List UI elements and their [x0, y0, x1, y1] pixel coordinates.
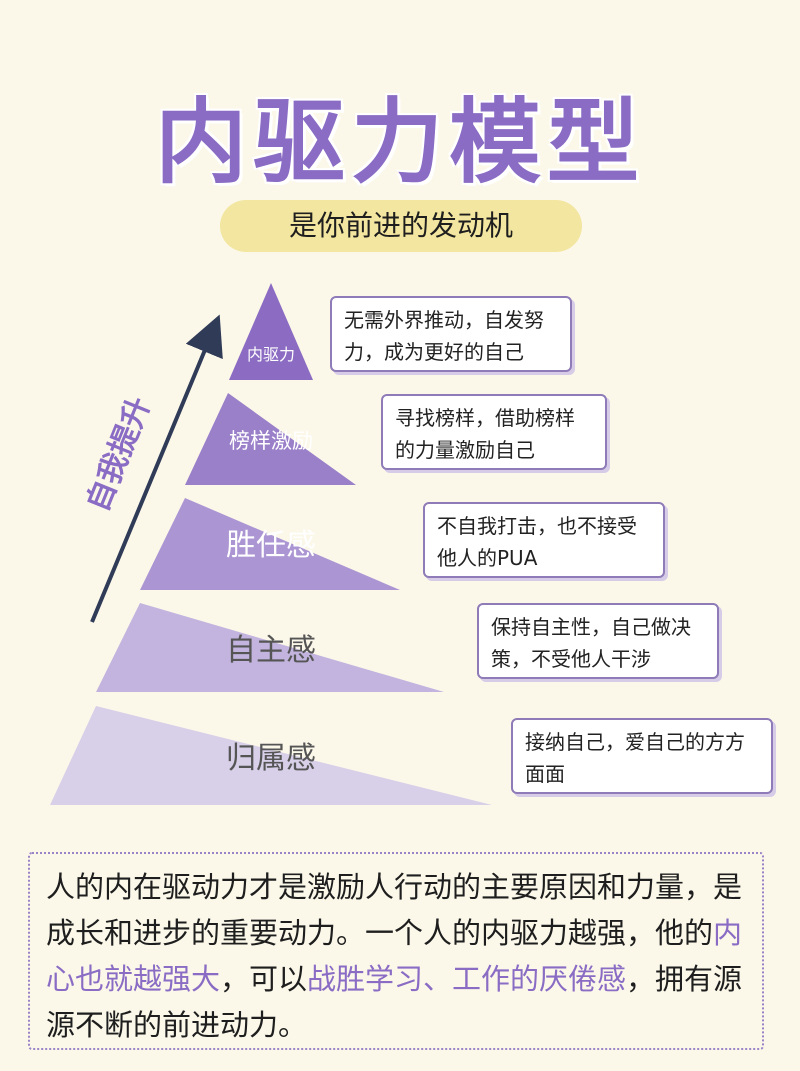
- note-line: 保持自主性，自己做决: [491, 615, 691, 639]
- note-box-2: 寻找榜样，借助榜样 的力量激励自己: [381, 394, 607, 470]
- summary-text: 人的内在驱动力才是激励人行动的主要原因和力量，是成长和进步的重要动力。一个人的内…: [46, 870, 743, 950]
- pyramid-layer-2: [185, 393, 356, 485]
- pyramid-layer-4: [96, 603, 444, 692]
- summary-text: ，拥有源源不断的前进动力。: [46, 962, 743, 1042]
- note-line: 无需外界推动，自发努: [344, 308, 544, 332]
- note-line: 面面: [525, 762, 565, 786]
- layer-label-4: 自主感: [226, 633, 316, 668]
- arrow-label: 自我提升: [80, 392, 157, 516]
- summary-highlight: 战胜学习、工作的厌倦感: [307, 962, 627, 996]
- note-box-3: 不自我打击，也不接受 他人的PUA: [423, 502, 665, 578]
- pyramid-layer-5: [50, 706, 492, 805]
- subtitle-badge: 是你前进的发动机: [220, 200, 582, 252]
- note-line: 不自我打击，也不接受: [437, 514, 637, 538]
- note-line: 策，不受他人干涉: [491, 647, 651, 671]
- note-line: 寻找榜样，借助榜样: [395, 406, 575, 430]
- layer-label-5: 归属感: [226, 741, 316, 776]
- page-title: 内驱力模型: [154, 89, 645, 196]
- pyramid-layer-3: [140, 498, 400, 590]
- summary-text: ，可以: [220, 962, 308, 996]
- layer-label-2: 榜样激励: [229, 429, 313, 453]
- summary-highlight: 内心也就越强大: [46, 916, 743, 996]
- layer-label-1: 内驱力: [247, 345, 295, 364]
- note-line: 力，成为更好的自己: [344, 340, 524, 364]
- note-box-5: 接纳自己，爱自己的方方 面面: [511, 718, 773, 794]
- layer-label-3: 胜任感: [226, 528, 316, 563]
- summary-box: 人的内在驱动力才是激励人行动的主要原因和力量，是成长和进步的重要动力。一个人的内…: [28, 852, 764, 1050]
- note-box-1: 无需外界推动，自发努 力，成为更好的自己: [330, 296, 572, 372]
- pyramid-layer-1: [229, 283, 313, 380]
- upward-arrow: [90, 314, 223, 623]
- note-line: 的力量激励自己: [395, 438, 535, 462]
- note-box-4: 保持自主性，自己做决 策，不受他人干涉: [477, 603, 719, 679]
- note-line: 接纳自己，爱自己的方方: [525, 730, 745, 754]
- note-line: 他人的PUA: [437, 546, 538, 570]
